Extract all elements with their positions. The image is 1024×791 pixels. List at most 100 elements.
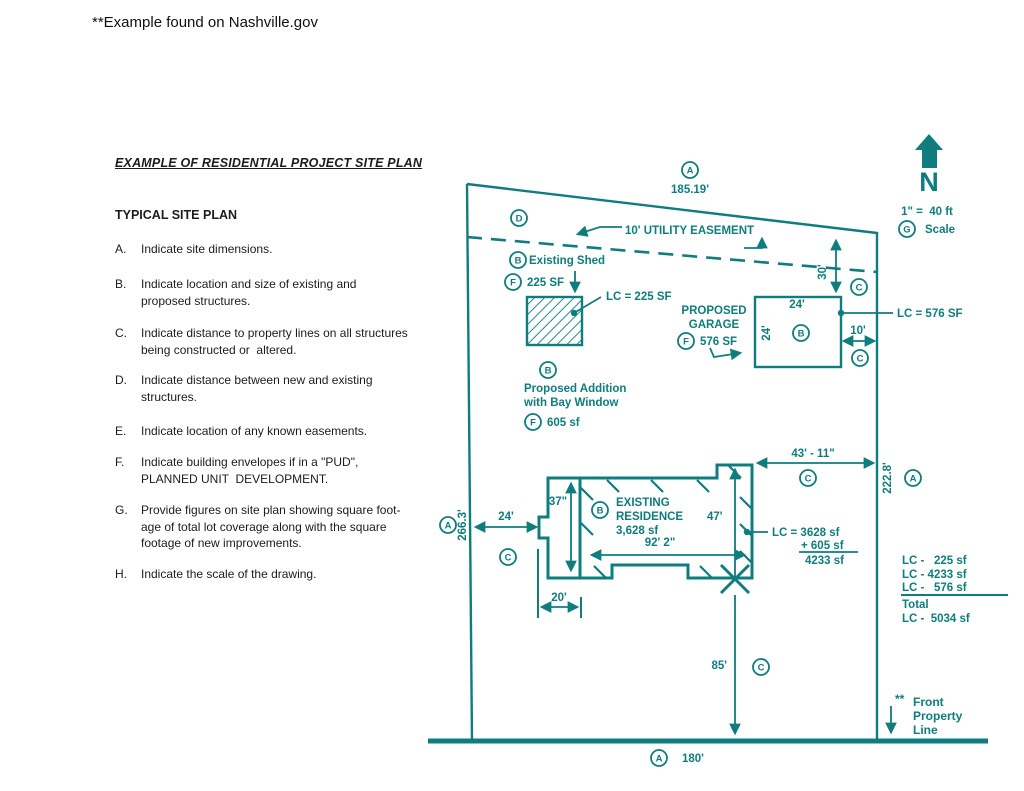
totals-row-3: LC - 576 sf [902,582,967,594]
svg-text:A: A [445,521,452,532]
source-note: **Example found on Nashville.gov [92,14,318,31]
callout-c: C [499,548,517,566]
residence-area: 3,628 sf [616,525,658,537]
item-text: Indicate building envelopes if in a "PUD… [141,455,359,469]
boundary-left [465,183,474,742]
boundary-top-right [466,182,879,741]
document-title: EXAMPLE OF RESIDENTIAL PROJECT SITE PLAN [115,156,423,170]
callout-c: C [850,278,868,296]
existing-shed: B Existing Shed F 225 SF LC = 225 SF [504,251,672,347]
item-letter: C. [115,326,127,340]
callout-a: A [681,161,699,179]
easement-arrow-left [575,225,622,237]
site-plan-item-c: C. Indicate distance to property lines o… [115,325,455,358]
utility-easement: 10' UTILITY EASEMENT D [466,209,878,274]
svg-text:F: F [683,337,689,348]
callout-a: A [904,469,922,487]
item-letter: A. [115,242,127,256]
residence-name-2: RESIDENCE [616,511,683,523]
callout-c: C [752,658,770,676]
north-arrow: N 1" = 40 ft G Scale [898,134,955,238]
svg-text:A: A [910,474,917,485]
garage-outline [753,295,843,369]
scale-value: 1" = 40 ft [901,206,953,218]
residence-outline [537,463,754,580]
addition-name-1: Proposed Addition [524,383,626,395]
front-setback-dim: 85' C A 180' [650,595,770,767]
item-text: Indicate location and size of existing a… [141,277,357,291]
site-plan-item-e: E. Indicate location of any known easeme… [115,423,455,440]
front-label-1: Front [913,695,944,709]
left-side-dims: A 266.3' 24' C 20' [439,509,582,618]
item-letter: G. [115,503,128,517]
residence-lc-2: + 605 sf [801,540,844,552]
dim-20-label: 20' [551,592,567,604]
easement-arrow-right [744,236,768,249]
shed-name: Existing Shed [529,255,605,267]
site-plan-item-f: F. Indicate building envelopes if in a "… [115,454,455,487]
site-plan-item-a: A. Indicate site dimensions. [115,241,455,258]
addition-name-2: with Bay Window [523,397,619,409]
existing-residence: B EXISTING RESIDENCE 3,628 sf 47' 37" 92… [537,463,858,595]
item-text: Indicate distance between new and existi… [141,373,373,387]
addition-area: 605 sf [547,417,580,429]
svg-text:B: B [798,329,805,340]
callout-f: F [504,273,522,291]
callout-a: A [650,749,668,767]
item-text: structures. [141,389,198,404]
svg-text:A: A [656,754,663,765]
svg-text:F: F [530,418,536,429]
svg-text:B: B [515,256,522,267]
callout-b: B [509,251,527,269]
dim-92-label: 92' 2" [645,537,676,549]
top-dim: A 185.19' [671,161,709,196]
shed-outline [525,295,584,347]
svg-text:B: B [545,366,552,377]
svg-text:C: C [857,354,864,365]
svg-text:G: G [903,225,910,236]
callout-c: C [799,469,817,487]
totals-row-4: Total [902,599,929,611]
garage-area: 576 SF [700,336,737,348]
dim-47-label: 47' [707,511,723,523]
proposed-garage: 24' 24' B PROPOSED GARAGE F 576 SF LC = … [677,295,963,369]
callout-g: G [898,220,916,238]
item-text: being constructed or altered. [141,342,297,357]
front-label-3: Line [913,723,938,737]
dim-222-label: 222.8' [882,462,894,494]
svg-text:D: D [516,214,523,225]
garage-pointer-arrow [709,347,743,361]
item-text: PLANNED UNIT DEVELOPMENT. [141,471,329,486]
item-text: footage of new improvements. [141,536,302,550]
svg-text:A: A [687,166,694,177]
front-property-label: ** Front Property Line [885,692,963,737]
item-text: Indicate distance to property lines on a… [141,326,408,340]
residence-lc-3: 4233 sf [805,555,844,567]
residence-lc-1: LC = 3628 sf [772,527,840,539]
item-text: age of total lot coverage along with the… [141,519,387,534]
item-letter: F. [115,455,125,469]
garage-width: 24' [789,299,805,311]
callout-b: B [539,361,557,379]
totals-row-2: LC - 4233 sf [902,569,967,581]
callout-d: D [510,209,528,227]
front-stars: ** [895,692,905,706]
callout-a: A [439,516,457,534]
item-letter: E. [115,424,127,438]
lot-coverage-totals: LC - 225 sf LC - 4233 sf LC - 576 sf Tot… [901,555,1008,625]
garage-lc-label: LC = 576 SF [897,308,963,320]
shed-area: 225 SF [527,277,564,289]
easement-label: 10' UTILITY EASEMENT [625,225,754,237]
callout-c: C [851,349,869,367]
north-arrow-head [915,134,943,150]
garage-name-2: GARAGE [689,319,740,331]
rear-right-dims: 43' - 11" C 222.8' A [755,448,922,494]
north-arrow-shaft [922,149,937,168]
front-label-2: Property [913,709,963,723]
corner-x-marker [719,563,751,595]
item-text: Indicate location of any known easements… [141,424,368,438]
callout-f: F [677,332,695,350]
scale-label: Scale [925,224,955,236]
svg-text:C: C [856,283,863,294]
dim-37-label: 37" [549,496,567,508]
